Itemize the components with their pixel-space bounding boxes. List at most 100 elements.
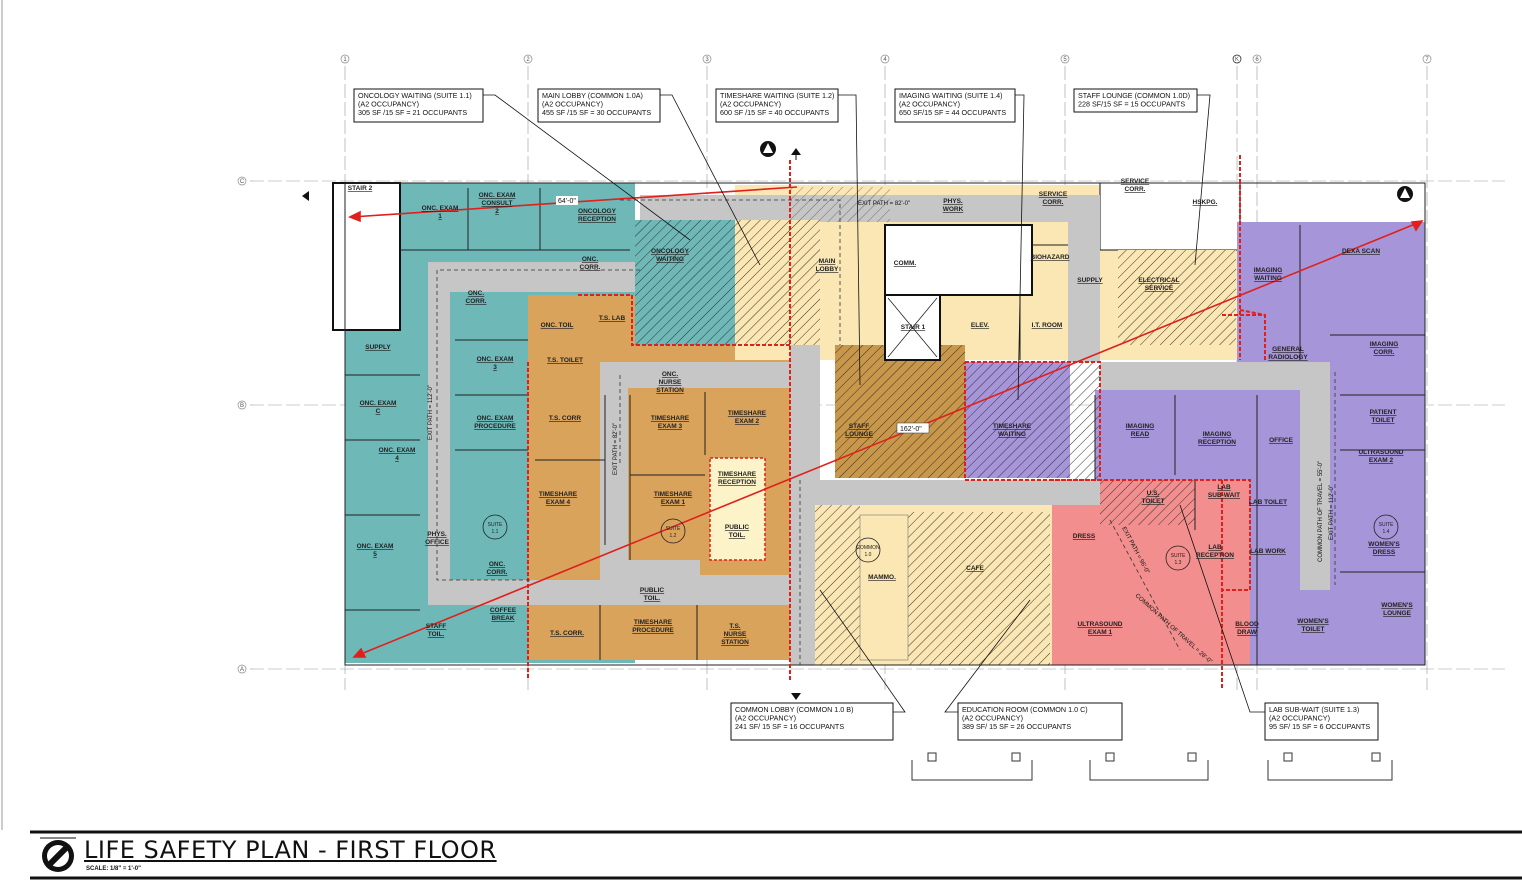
room-label: I.T. ROOM <box>1032 322 1063 329</box>
room-label-line: CORR. <box>1374 349 1395 356</box>
room-label-line: ONCOLOGY <box>578 208 617 215</box>
suite-tag-circle <box>1373 514 1399 540</box>
callout-load: 305 SF /15 SF = 21 OCCUPANTS <box>358 108 467 117</box>
callout-box <box>957 702 1123 741</box>
callout-box <box>730 702 894 741</box>
room-label-line: TOILET <box>1302 626 1325 633</box>
exit-dashed-paths <box>436 199 1336 665</box>
room-label: T.S. CORR <box>549 415 581 422</box>
room-label-line: DEXA SCAN <box>1342 248 1380 255</box>
room-label-line: ULTRASOUND <box>1358 449 1403 456</box>
room-label-line: CORR. <box>1125 186 1146 193</box>
room-label-line: ONCOLOGY <box>651 248 690 255</box>
callout-title: EDUCATION ROOM (COMMON 1.0 C) <box>962 705 1088 714</box>
room-label-line: ONC. EXAM <box>357 543 394 550</box>
callouts: ONCOLOGY WAITING (SUITE 1.1) (A2 OCCUPANC… <box>353 88 1379 741</box>
room-label-line: EXAM 2 <box>735 418 760 425</box>
callout-box <box>1073 88 1198 113</box>
room-label-line: LOUNGE <box>1383 610 1411 617</box>
room-label-line: NURSE <box>659 379 682 386</box>
suite-tag-label: SUITE <box>1379 522 1394 528</box>
suite-tag-label: 1.2 <box>670 533 677 539</box>
room-label-line: EXAM 1 <box>1088 629 1113 636</box>
room-label-line: HSKPG. <box>1193 199 1218 206</box>
callout-occupancy: (A2 OCCUPANCY) <box>899 100 960 109</box>
dimension-label: COMMON PATH OF TRAVEL = 55'-0" <box>1318 461 1324 562</box>
dimension-label: 64'-0" <box>558 198 576 205</box>
room-label-line: ELEV. <box>971 322 989 329</box>
stair-1 <box>884 224 1033 296</box>
room-label-line: T.S. <box>729 623 740 630</box>
room-label-line: ONC. EXAM <box>360 400 397 407</box>
room-label-line: TIMESHARE <box>539 491 578 498</box>
lab-sub-wait-area <box>1100 480 1195 525</box>
callout-leaders <box>483 94 1265 713</box>
callout-occupancy: (A2 OCCUPANCY) <box>542 100 603 109</box>
callout-load: 241 SF/ 15 SF = 16 OCCUPANTS <box>735 722 844 731</box>
room-label-line: DRESS <box>1073 533 1096 540</box>
room-label-line: CORR. <box>1043 199 1064 206</box>
room-label-line: PROCEDURE <box>474 423 516 430</box>
room-label: SUPPLY <box>1077 277 1103 284</box>
callout-load: 389 SF/ 15 SF = 26 OCCUPANTS <box>962 722 1071 731</box>
room-label-line: SERVICE <box>1039 191 1068 198</box>
room-label-line: TIMESHARE <box>993 423 1032 430</box>
room-label: ONC.CORR. <box>466 290 487 305</box>
room-label-line: MAMMO. <box>868 574 896 581</box>
dimension-label: EXIT PATH = 112'-0" <box>1329 485 1335 540</box>
corridor-service <box>1068 222 1100 362</box>
suite-tag-circle <box>482 514 508 540</box>
suite-tag-label: SUITE <box>488 522 503 528</box>
room-label-line: CAFE <box>966 565 984 572</box>
callout-load: 650 SF/15 SF = 44 OCCUPANTS <box>899 108 1006 117</box>
callout-box <box>537 88 661 123</box>
room-label-line: LAB <box>1217 484 1231 491</box>
room-label: HSKPG. <box>1193 199 1218 206</box>
room-label-line: ONC. EXAM <box>479 192 516 199</box>
room-label-line: WORK <box>943 206 964 213</box>
room-label-line: STATION <box>721 639 749 646</box>
room-label: PHYS.WORK <box>943 198 964 213</box>
room-label-line: GENERAL <box>1272 346 1304 353</box>
room-label-line: RECEPTION <box>718 479 756 486</box>
room-label-line: WOMEN'S <box>1381 602 1413 609</box>
room-label-line: U.S. <box>1147 490 1160 497</box>
grid-label: 2 <box>526 57 530 63</box>
room-label: SUPPLY <box>365 344 391 351</box>
room-label-line: WAITING <box>656 256 684 263</box>
room-label: BIOHAZARD <box>1031 254 1070 261</box>
room-label-line: STAIR 2 <box>348 185 373 192</box>
room-label-line: STAFF <box>849 423 869 430</box>
room-label-line: EXAM 1 <box>661 499 686 506</box>
callout-title: ONCOLOGY WAITING (SUITE 1.1) <box>358 91 472 100</box>
room-label-line: EXAM 4 <box>546 499 571 506</box>
corridor-oncology <box>428 262 640 605</box>
room-label-line: ONC. <box>468 290 484 297</box>
common-lobby-area <box>815 505 860 665</box>
room-label: LAB TOILET <box>1249 499 1287 506</box>
grid-label: 7 <box>1425 57 1429 63</box>
room-label: MAMMO. <box>868 574 896 581</box>
room-label: ONC.CORR. <box>487 561 508 576</box>
room-label-line: SUPPLY <box>1077 277 1103 284</box>
callout-load: 228 SF/15 SF = 15 OCCUPANTS <box>1078 100 1185 109</box>
callout-load: 455 SF /15 SF = 30 OCCUPANTS <box>542 108 651 117</box>
room-label-line: ONC. EXAM <box>379 447 416 454</box>
corridor-timeshare <box>528 362 793 605</box>
room-label-line: ONC. EXAM <box>477 415 514 422</box>
room-label: OFFICE <box>1269 437 1293 444</box>
room-label-line: COFFEE <box>490 607 517 614</box>
zone-electrical <box>1099 182 1241 251</box>
suite-tag-circle <box>660 518 686 544</box>
room-label-line: TOIL. <box>644 595 661 602</box>
callout-occupancy: (A2 OCCUPANCY) <box>720 100 781 109</box>
zone-imaging <box>1237 222 1425 665</box>
